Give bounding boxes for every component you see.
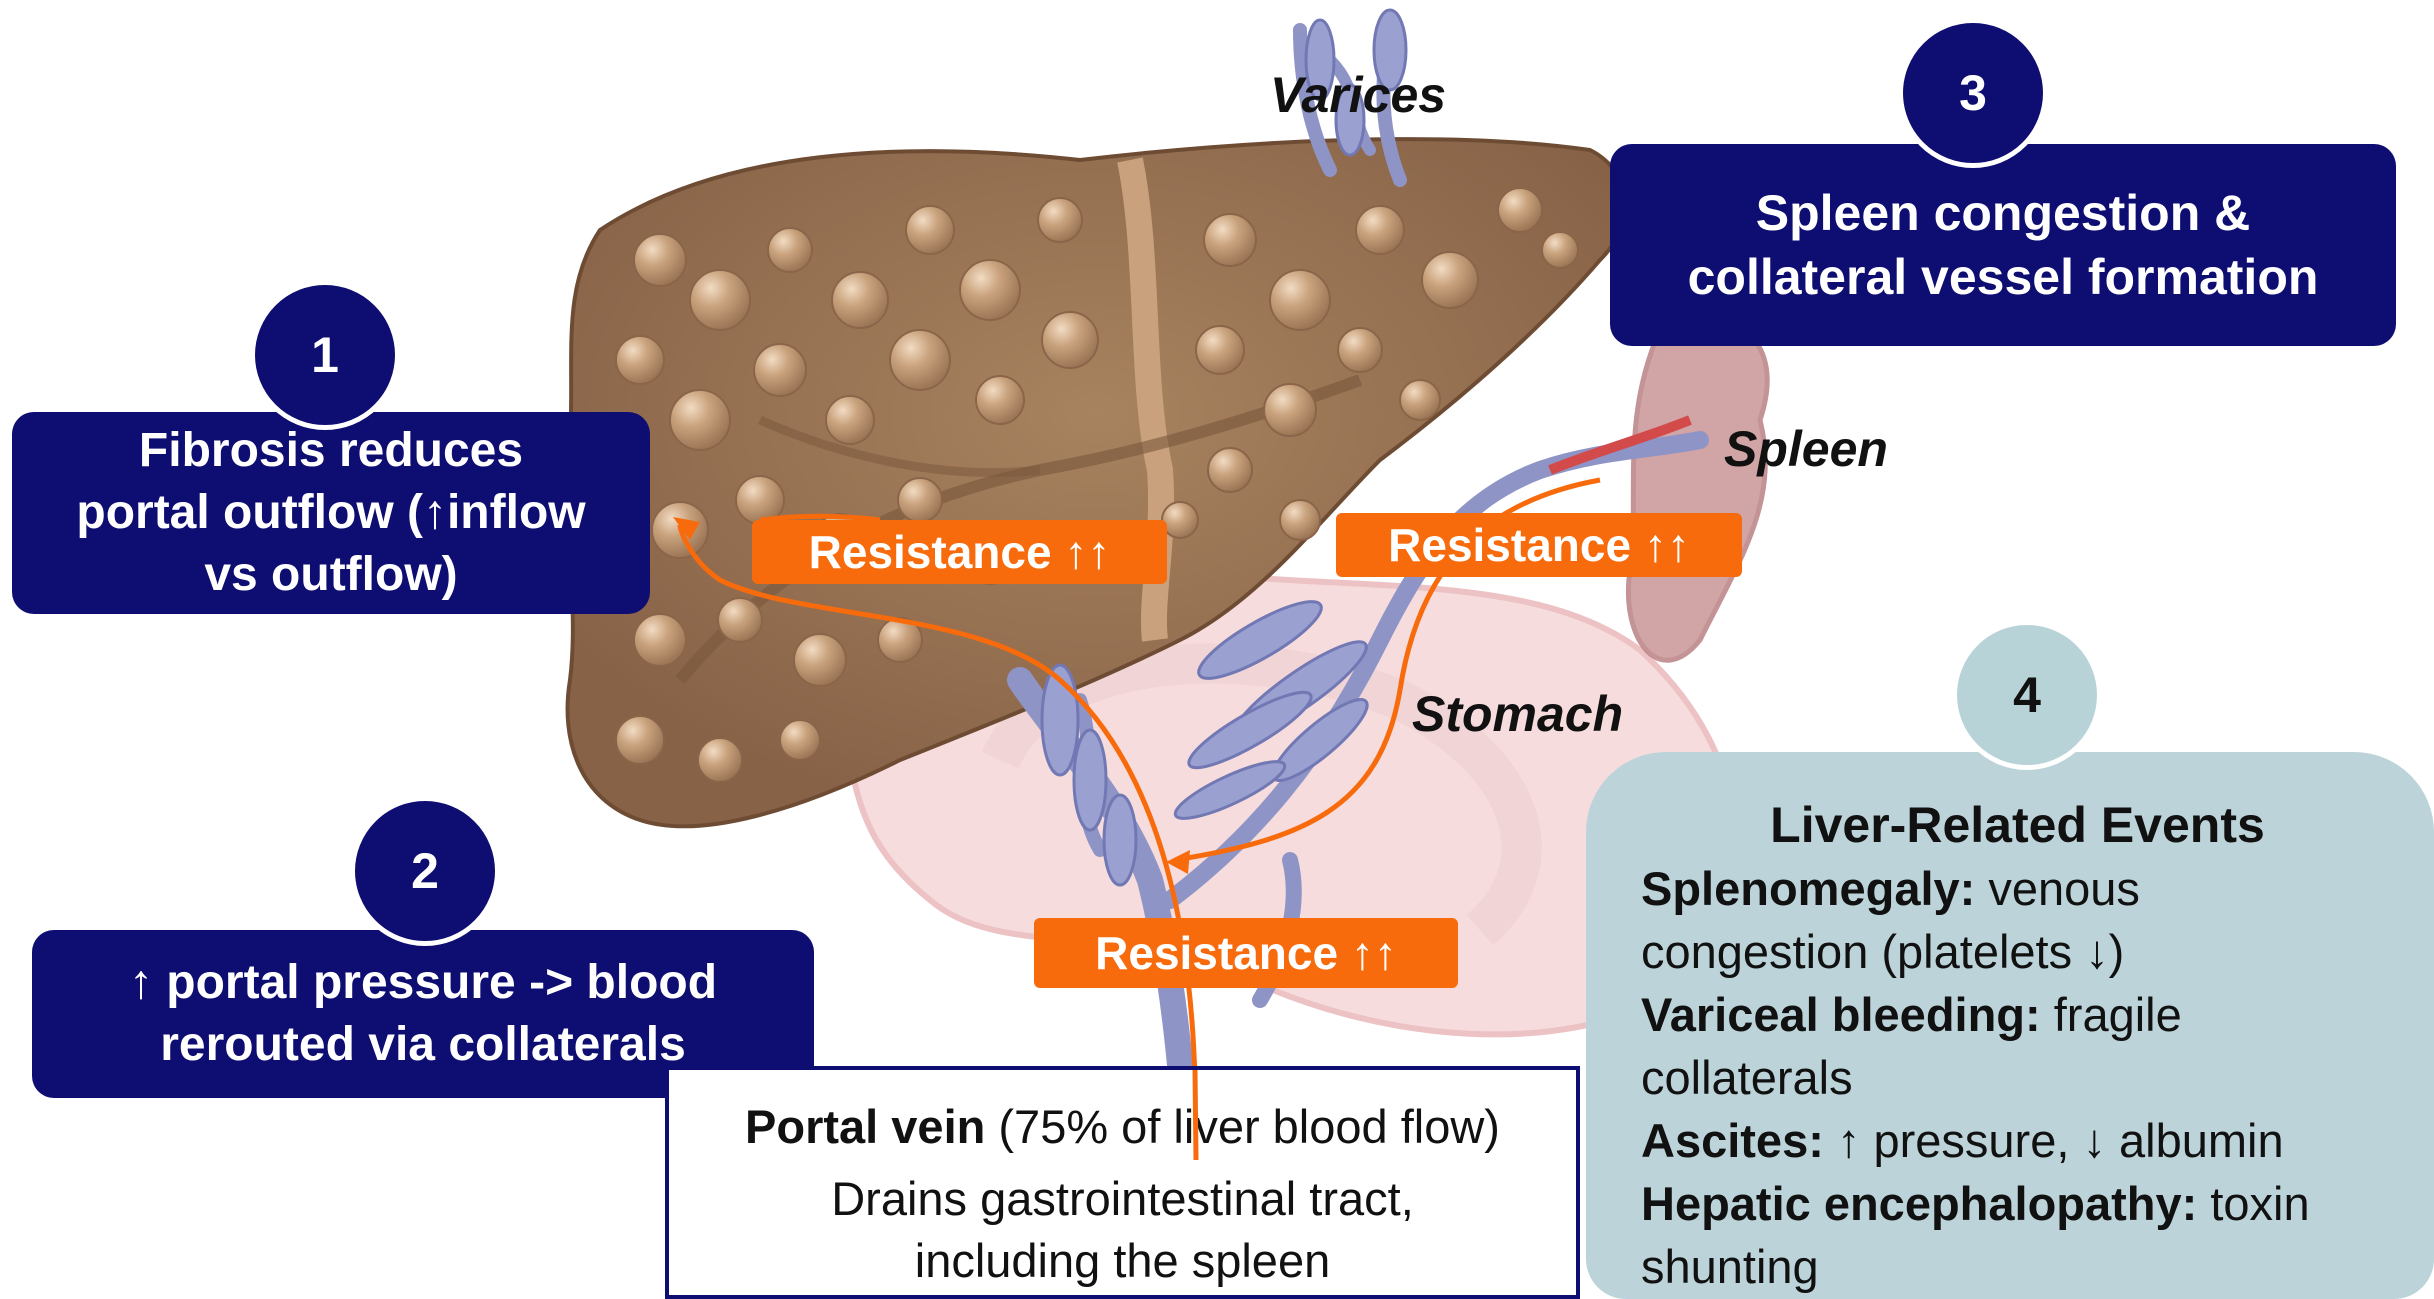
portal-vein-line-3: including the spleen xyxy=(669,1230,1576,1292)
event-desc: fragile xyxy=(2041,988,2182,1041)
step-2-line-2: rerouted via collaterals xyxy=(129,1014,717,1076)
event-term: Ascites: xyxy=(1641,1114,1824,1167)
varices-label: Varices xyxy=(1270,66,1446,124)
portal-vein-box: Portal vein (75% of liver blood flow) Dr… xyxy=(665,1066,1580,1299)
event-term: Variceal bleeding: xyxy=(1641,988,2041,1041)
events-title: Liver-Related Events xyxy=(1641,794,2394,857)
event-desc: ↑ pressure, ↓ albumin xyxy=(1824,1114,2284,1167)
resistance-badge-spleen: Resistance ↑↑ xyxy=(1336,513,1742,577)
step-2-badge: 2 xyxy=(350,796,500,946)
step-1-badge: 1 xyxy=(250,280,400,430)
event-term: Splenomegaly: xyxy=(1641,862,1975,915)
step-3-line-1: Spleen congestion & xyxy=(1688,181,2319,245)
stomach-label: Stomach xyxy=(1412,685,1623,743)
event-variceal-bleeding: Variceal bleeding: fragile collaterals xyxy=(1641,983,2394,1109)
spleen-shape xyxy=(1628,319,1767,660)
step-2-line-1: ↑ portal pressure -> blood xyxy=(129,952,717,1014)
event-hepatic-encephalopathy: Hepatic encephalopathy: toxin shunting xyxy=(1641,1172,2394,1298)
event-desc-cont: shunting xyxy=(1641,1240,1819,1293)
step-3-box: Spleen congestion & collateral vessel fo… xyxy=(1610,144,2396,346)
portal-vein-detail: (75% of liver blood flow) xyxy=(985,1100,1500,1153)
event-term: Hepatic encephalopathy: xyxy=(1641,1177,2197,1230)
event-desc-cont: congestion (platelets ↓) xyxy=(1641,925,2124,978)
resistance-badge-liver: Resistance ↑↑ xyxy=(752,520,1167,584)
event-desc: venous xyxy=(1975,862,2140,915)
spleen-label: Spleen xyxy=(1724,420,1888,478)
portal-vein-term: Portal vein xyxy=(745,1100,985,1153)
event-splenomegaly: Splenomegaly: venous congestion (platele… xyxy=(1641,857,2394,983)
event-desc: toxin xyxy=(2197,1177,2309,1230)
event-desc-cont: collaterals xyxy=(1641,1051,1853,1104)
event-ascites: Ascites: ↑ pressure, ↓ albumin xyxy=(1641,1109,2394,1172)
resistance-badge-portal: Resistance ↑↑ xyxy=(1034,918,1458,988)
step-1-line-2: portal outflow (↑inflow xyxy=(76,482,585,544)
portal-vein-line-1: Portal vein (75% of liver blood flow) xyxy=(669,1096,1576,1158)
step-4-badge: 4 xyxy=(1952,620,2102,770)
step-1-box: Fibrosis reduces portal outflow (↑inflow… xyxy=(12,412,650,614)
step-1-line-3: vs outflow) xyxy=(76,544,585,606)
step-3-line-2: collateral vessel formation xyxy=(1688,245,2319,309)
portal-vein-line-2: Drains gastrointestinal tract, xyxy=(669,1168,1576,1230)
liver-related-events-panel: Liver-Related Events Splenomegaly: venou… xyxy=(1586,752,2434,1299)
step-3-badge: 3 xyxy=(1898,18,2048,168)
